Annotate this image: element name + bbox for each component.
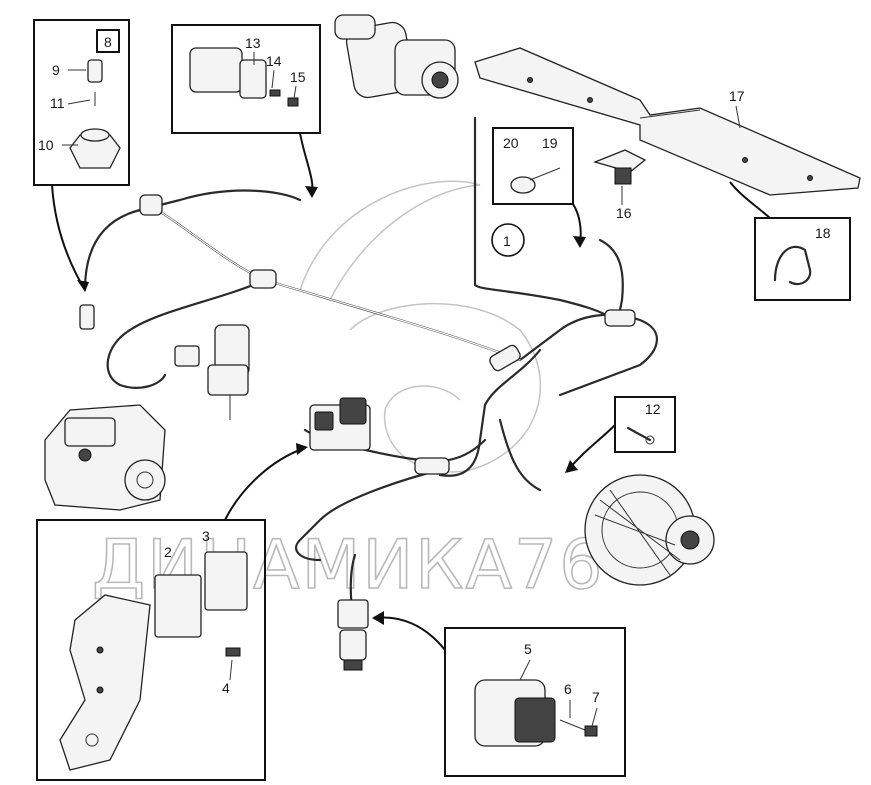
main-harness xyxy=(83,116,658,612)
watermark-swoosh xyxy=(299,180,542,473)
callout-9: 9 xyxy=(52,62,60,78)
callout-labels: 1 2 3 4 5 6 7 8 9 10 11 12 13 14 15 16 1… xyxy=(38,34,831,705)
callout-10: 10 xyxy=(38,137,54,153)
solenoid-unit xyxy=(174,324,250,420)
mounting-bracket xyxy=(474,47,861,196)
callout-7: 7 xyxy=(592,689,600,705)
number-leaders xyxy=(62,52,741,727)
callout-13: 13 xyxy=(245,35,261,51)
callout-2: 2 xyxy=(164,544,172,560)
leader-arrows xyxy=(51,132,771,651)
relay-16 xyxy=(592,149,647,185)
detail-box-13 xyxy=(171,24,321,134)
detail-box-5-7 xyxy=(444,627,626,777)
detail-box-2-4 xyxy=(36,519,266,781)
harness-connector xyxy=(337,599,369,671)
injection-pump xyxy=(44,304,166,511)
alternator xyxy=(584,474,715,586)
callout-6: 6 xyxy=(564,681,572,697)
callout-5: 5 xyxy=(524,641,532,657)
callout-14: 14 xyxy=(266,53,282,69)
callout-11: 11 xyxy=(50,95,65,111)
callout-1-circle xyxy=(491,223,525,257)
detail-box-12 xyxy=(614,396,676,453)
callout-8: 8 xyxy=(104,34,112,50)
detail-box-8 xyxy=(33,19,130,186)
starter-motor xyxy=(334,14,459,99)
relay-block xyxy=(309,397,371,451)
callout-20: 20 xyxy=(503,135,519,151)
detail-box-18 xyxy=(754,217,851,301)
callout-4: 4 xyxy=(222,680,230,696)
callout-15: 15 xyxy=(290,69,306,85)
callout-12: 12 xyxy=(645,401,661,417)
callout-19: 19 xyxy=(542,135,558,151)
callout-1: 1 xyxy=(503,233,511,249)
callout-16: 16 xyxy=(616,205,632,221)
callout-18: 18 xyxy=(815,225,831,241)
callout-17: 17 xyxy=(729,88,745,104)
callout-3: 3 xyxy=(202,528,210,544)
detail-box-19-20 xyxy=(492,127,574,205)
